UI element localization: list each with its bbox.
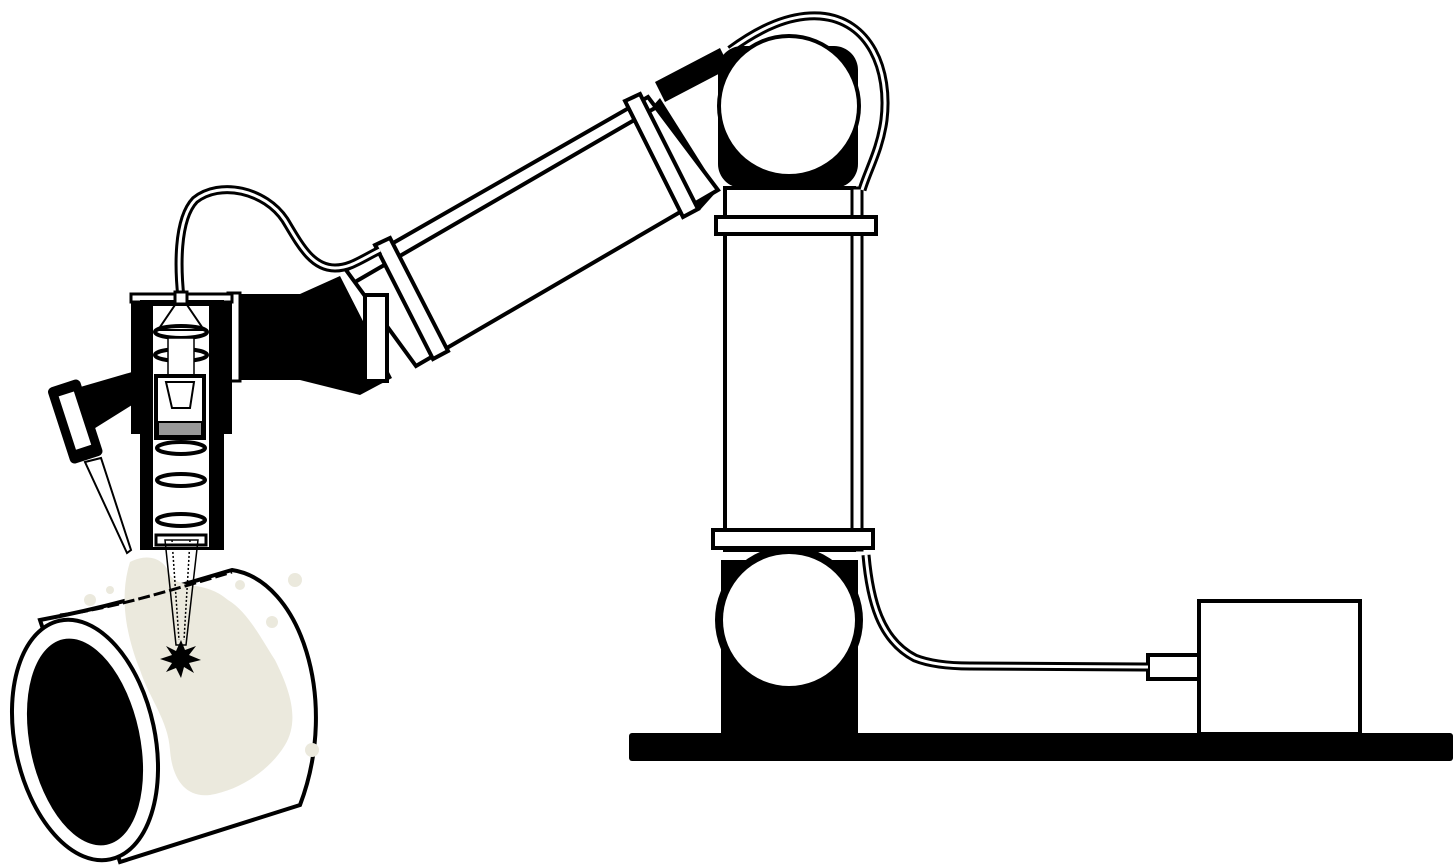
column-collar-lower — [711, 528, 875, 550]
laser-beam — [160, 539, 201, 678]
laser-source-box — [1146, 599, 1362, 736]
protective-window — [157, 421, 203, 437]
robot-wrist — [226, 276, 392, 395]
base-plate — [629, 733, 1453, 761]
pipe — [9, 557, 319, 865]
column-collar-upper — [714, 215, 878, 236]
shoulder-joint — [717, 34, 861, 188]
fiber-cable-head — [174, 185, 383, 299]
robot-forearm — [343, 48, 730, 369]
focus-lens-1 — [155, 440, 207, 456]
robot-column — [711, 186, 878, 552]
melt-pool-spark — [160, 640, 201, 678]
cladding-deposit — [124, 557, 293, 796]
focus-lens-2 — [155, 472, 207, 488]
laser-head — [129, 290, 234, 550]
powder-nozzle — [48, 372, 133, 555]
fiber-cable-lower — [861, 554, 1149, 672]
robot-base — [715, 546, 863, 735]
forearm-collar-lower — [372, 235, 451, 362]
forearm-collar-upper — [622, 91, 701, 220]
laser-source-connector — [1146, 653, 1201, 681]
focus-lens-3 — [155, 512, 207, 528]
